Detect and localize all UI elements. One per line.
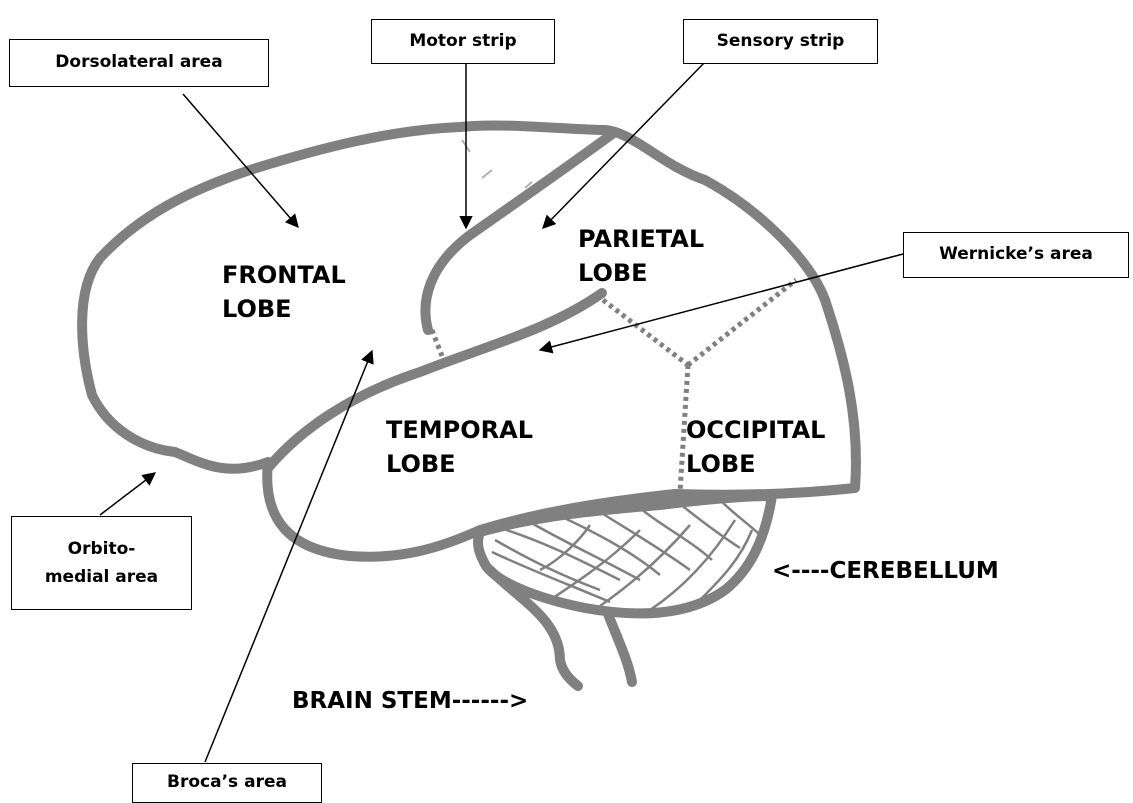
callout-broca-label: Broca’s area (167, 772, 287, 793)
temporal-lobe-label: TEMPORAL LOBE (386, 413, 533, 481)
arrow-sensory (543, 62, 705, 228)
callout-motor-strip: Motor strip (371, 19, 555, 64)
cerebellum-label: <----CEREBELLUM (772, 558, 999, 584)
frontal-lobe-label: FRONTAL LOBE (222, 258, 346, 326)
callout-wernicke-label: Wernicke’s area (939, 244, 1093, 265)
cerebrum-outline (82, 125, 856, 556)
brain-stem-label: BRAIN STEM------> (292, 688, 528, 714)
callout-sensory-strip-label: Sensory strip (717, 31, 845, 52)
faint-strip-line (482, 170, 492, 178)
dotted-frontal-boundary (432, 330, 442, 356)
dotted-parietal-occipital-right (688, 280, 796, 365)
occipital-lobe-label: OCCIPITAL LOBE (686, 413, 825, 481)
callout-broca: Broca’s area (132, 763, 322, 803)
callout-dorsolateral-label: Dorsolateral area (55, 52, 222, 73)
callout-sensory-strip: Sensory strip (683, 19, 878, 64)
callout-orbito-medial-label: Orbito- medial area (45, 535, 158, 591)
callout-wernicke: Wernicke’s area (903, 232, 1129, 278)
callout-motor-strip-label: Motor strip (409, 31, 516, 52)
dotted-parietal-occipital-left (603, 300, 688, 365)
arrow-orbito (100, 473, 155, 515)
callout-dorsolateral: Dorsolateral area (9, 39, 269, 87)
brain-stem-right (608, 614, 632, 682)
parietal-lobe-label: PARIETAL LOBE (578, 222, 704, 290)
callout-orbito-medial: Orbito- medial area (11, 516, 192, 610)
